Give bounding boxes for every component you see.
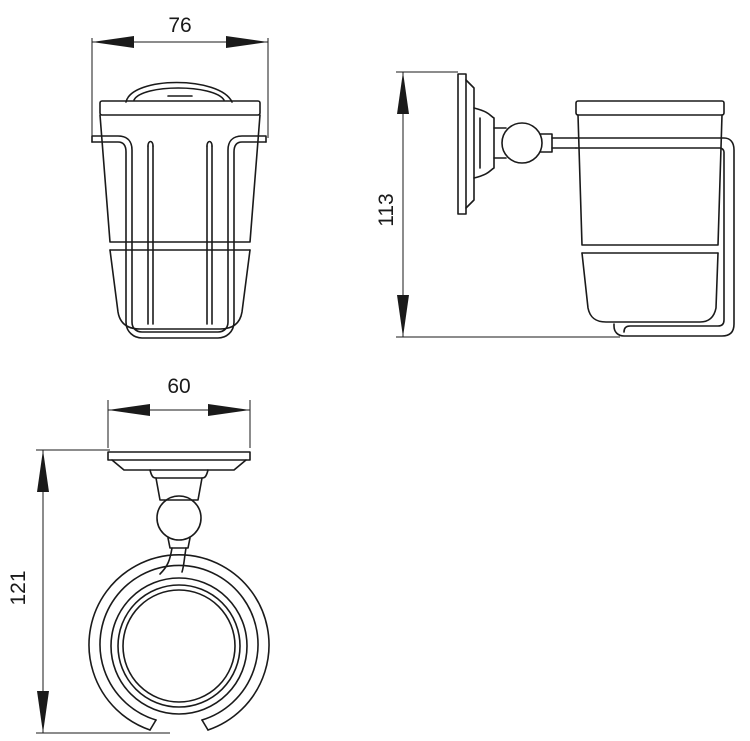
dimension-width-60: 60 [107,375,251,448]
dimension-label-76: 76 [168,14,191,37]
arm-top [155,477,203,575]
wall-plate-side [457,73,495,215]
wire-holder-front [91,135,267,339]
cup-side [575,100,725,323]
dimension-width-76: 76 [91,14,269,138]
dimension-height-113: 113 [375,71,620,338]
dimension-label-113: 113 [375,193,398,226]
front-view: 76 [91,14,269,339]
ring-holder-top [88,554,270,731]
top-view: 60 121 [7,375,270,734]
side-view: 113 [375,71,735,338]
arm-side [493,122,577,164]
wall-plate-top [107,451,251,479]
dimension-label-60: 60 [167,375,190,398]
cup-front [99,100,261,330]
wall-plate-dome [125,81,233,103]
dimension-label-121: 121 [7,570,30,605]
dimension-depth-121: 121 [7,449,170,734]
wire-holder-side [575,137,735,337]
